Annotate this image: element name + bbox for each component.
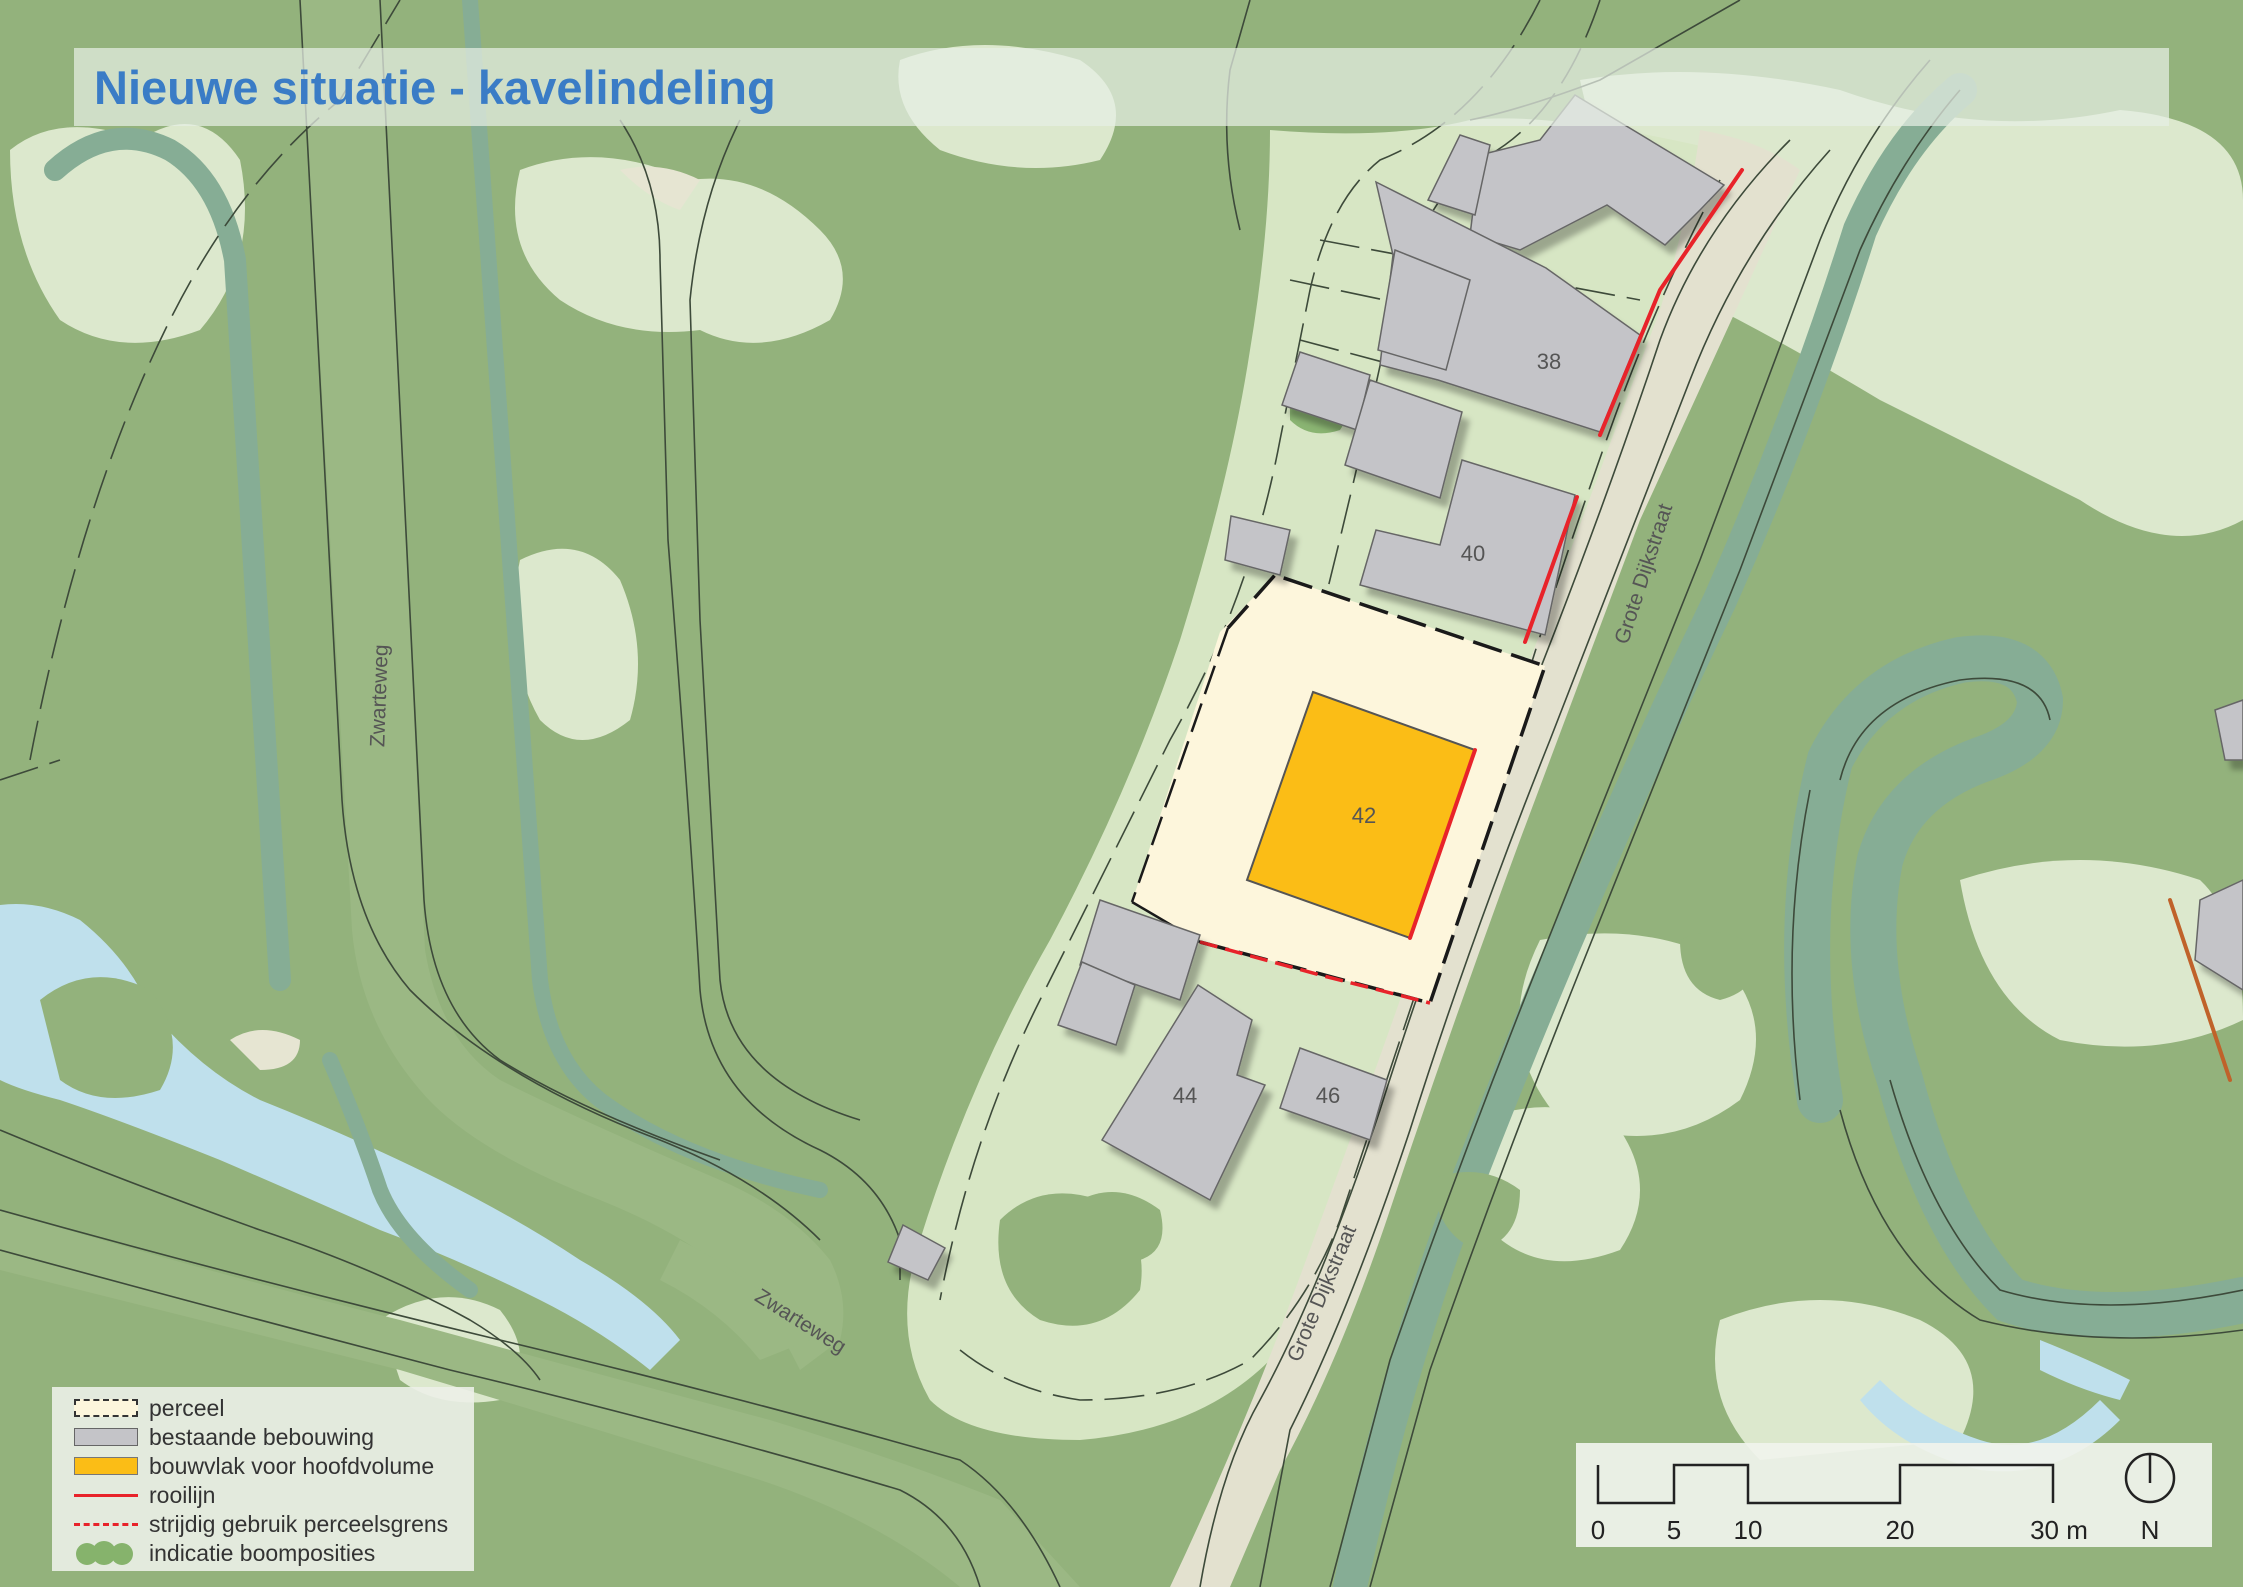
- existing-buildings: [887, 94, 2243, 1281]
- legend-swatch-strijdig: [74, 1523, 138, 1526]
- ditches: [44, 0, 2243, 1587]
- scale-tick-10: 10: [1734, 1515, 1763, 1545]
- scale-tick-20: 20: [1886, 1515, 1915, 1545]
- building-40: [1359, 459, 1576, 636]
- tree-positions: [40, 377, 1760, 1326]
- building-top-small: [1426, 134, 1491, 216]
- north-label: N: [2141, 1515, 2160, 1545]
- legend-item-boomposities: indicatie boomposities: [52, 1540, 472, 1568]
- legend-swatch-perceel: [74, 1399, 138, 1417]
- building-shed-c: [1224, 515, 1291, 576]
- house-number-44: 44: [1173, 1083, 1197, 1108]
- scale-bar: 0 5 10 20 30 m N: [1591, 1452, 2176, 1545]
- strijdig-gebruik-line: [1199, 940, 1431, 1005]
- legend: perceel bestaande bebouwing bouwvlak voo…: [52, 1387, 474, 1571]
- page-title: Nieuwe situatie - kavelindeling: [94, 61, 776, 114]
- building-44: [1100, 983, 1267, 1202]
- street-label-zwarteweg-1: Zwarteweg: [366, 644, 393, 747]
- title-bar: Nieuwe situatie - kavelindeling: [74, 48, 2169, 126]
- north-arrow-icon: [2124, 1452, 2176, 1504]
- legend-swatch-building: [74, 1428, 138, 1446]
- legend-swatch-trees: [76, 1541, 133, 1565]
- legend-item-bestaande-bebouwing: bestaande bebouwing: [52, 1424, 472, 1452]
- legend-item-rooilijn: rooilijn: [52, 1482, 472, 1510]
- roads: [0, 0, 1080, 1587]
- house-number-46: 46: [1316, 1083, 1340, 1108]
- building-shed-e: [1057, 960, 1136, 1046]
- building-edge-right-small: [2214, 699, 2243, 761]
- house-number-38: 38: [1537, 349, 1561, 374]
- legend-swatch-bouwvlak: [74, 1457, 138, 1475]
- house-number-42: 42: [1352, 803, 1376, 828]
- building-46: [1279, 1047, 1388, 1141]
- building-edge-right: [2194, 879, 2243, 991]
- building-38-annex: [1377, 248, 1471, 371]
- perceel-boundary: [1199, 572, 1548, 1006]
- scale-tick-30: 30 m: [2030, 1515, 2088, 1545]
- scale-tick-0: 0: [1591, 1515, 1605, 1545]
- building-top: [1469, 94, 1726, 251]
- legend-item-bouwvlak: bouwvlak voor hoofdvolume: [52, 1453, 472, 1481]
- building-shed-f: [887, 1223, 947, 1281]
- scale-bar-line: [1596, 1463, 2055, 1505]
- rooilijnen: [1408, 168, 2232, 1082]
- building-shed-b: [1344, 379, 1463, 499]
- legend-item-strijdig-gebruik: strijdig gebruik perceelsgrens: [52, 1511, 472, 1539]
- house-number-40: 40: [1461, 541, 1485, 566]
- scale-tick-5: 5: [1667, 1515, 1681, 1545]
- legend-swatch-rooilijn: [74, 1494, 138, 1497]
- sand-patches: [230, 166, 700, 1070]
- legend-item-perceel: perceel: [52, 1395, 472, 1423]
- scale-bar-panel: 0 5 10 20 30 m N: [1576, 1443, 2212, 1547]
